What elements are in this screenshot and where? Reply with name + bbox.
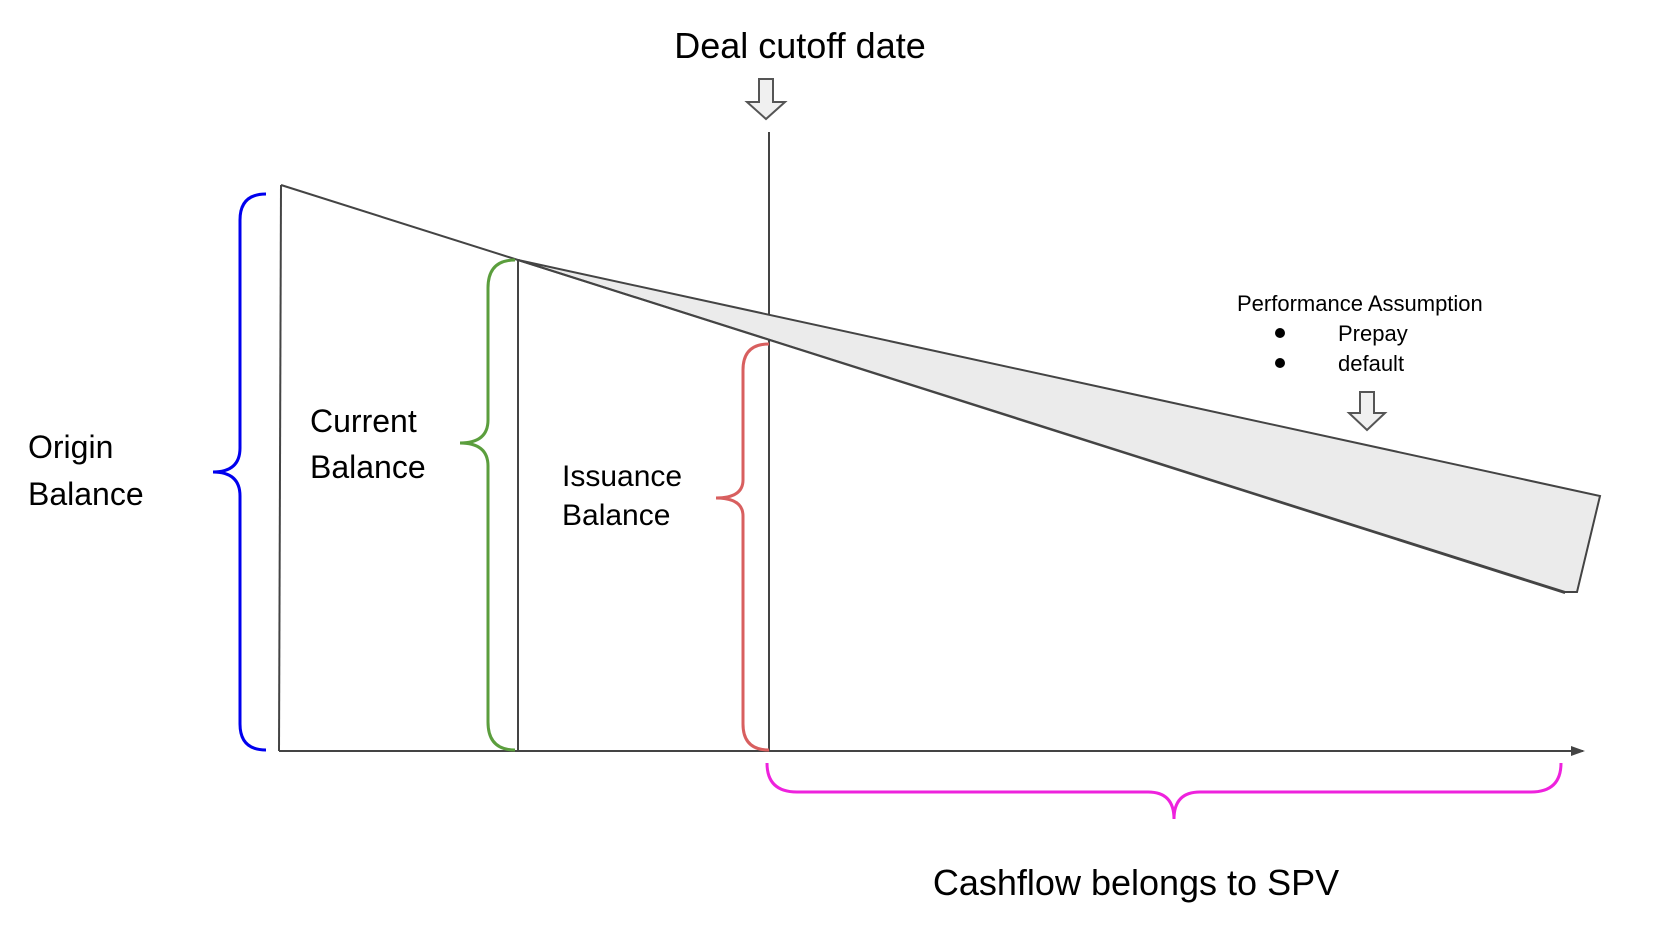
issuance-balance-brace: [715, 342, 770, 752]
performance-item-prepay: Prepay: [1338, 321, 1408, 346]
performance-assumption-title: Performance Assumption: [1237, 291, 1483, 316]
performance-item-default: default: [1338, 351, 1404, 376]
current-balance-brace: [459, 258, 516, 752]
origin-decline-line: [280, 184, 519, 261]
cashflow-brace: [765, 762, 1563, 820]
origin-vertical-line: [278, 184, 282, 752]
bullet-icon: [1275, 328, 1285, 338]
deal-cutoff-label: Deal cutoff date: [674, 25, 926, 66]
cashflow-label: Cashflow belongs to SPV: [933, 862, 1339, 903]
origin-balance-label-line1: Origin: [28, 429, 113, 465]
bullet-icon: [1275, 358, 1285, 368]
down-arrow-icon: [1346, 391, 1388, 432]
expected-balance-line: [517, 259, 1566, 594]
current-balance-label-line2: Balance: [310, 449, 426, 485]
down-arrow-icon: [744, 78, 788, 121]
origin-balance-brace: [212, 192, 267, 752]
issuance-balance-label-line1: Issuance: [562, 460, 682, 493]
current-balance-label-line1: Current: [310, 403, 417, 439]
issuance-balance-label-line2: Balance: [562, 499, 670, 532]
origin-balance-label-line2: Balance: [28, 476, 144, 512]
